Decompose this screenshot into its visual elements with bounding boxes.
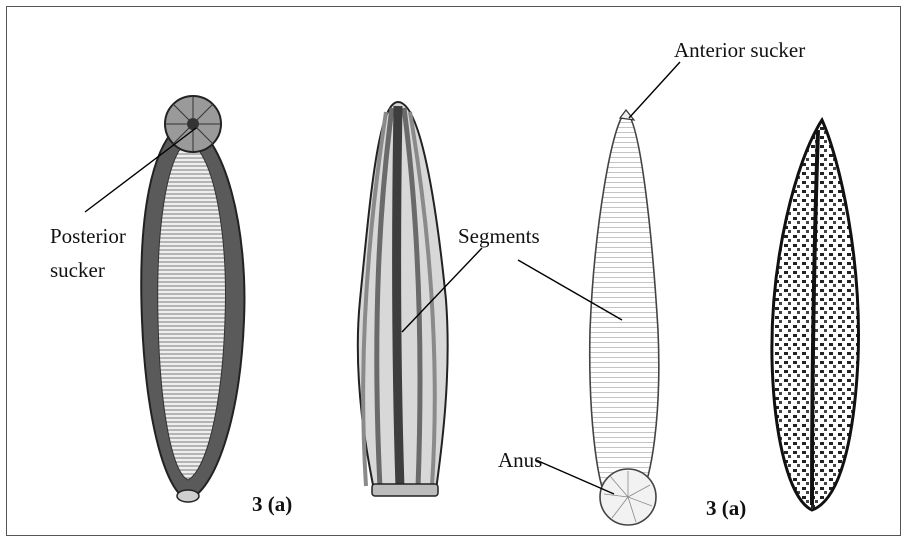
label-anterior-sucker: Anterior sucker <box>674 38 805 62</box>
posterior-sucker-1 <box>165 96 221 152</box>
label-posterior: Posterior <box>50 224 126 248</box>
caption-right: 3 (a) <box>706 496 746 520</box>
leech-1-drawing <box>141 120 244 502</box>
pointer-anterior-sucker <box>629 62 680 118</box>
leech-4-drawing <box>772 120 859 510</box>
leech-3-drawing <box>590 110 659 525</box>
label-sucker: sucker <box>50 258 105 282</box>
label-segments: Segments <box>458 224 540 248</box>
label-anus: Anus <box>498 448 542 472</box>
caption-left: 3 (a) <box>252 492 292 516</box>
